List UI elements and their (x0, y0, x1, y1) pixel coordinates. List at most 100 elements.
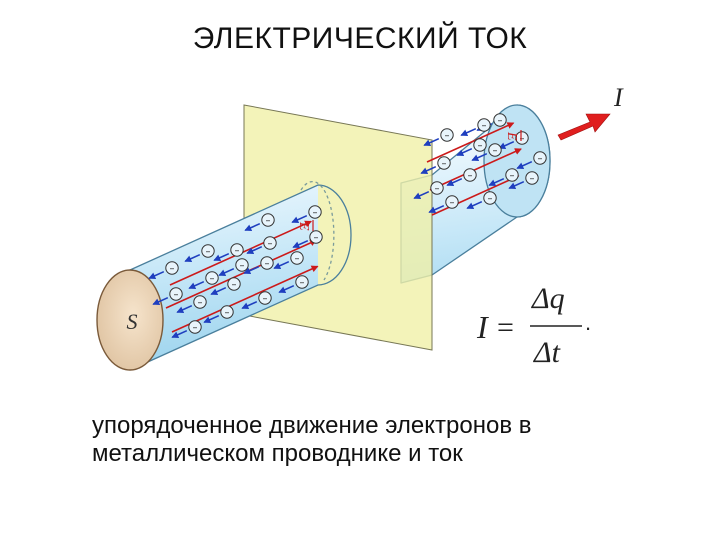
electron-sign-16: – (225, 308, 230, 319)
electron-24 (488, 143, 502, 157)
electron-drift-arrows (148, 122, 533, 338)
electron-sign-10: – (314, 233, 319, 244)
electron-sign-4: – (266, 216, 271, 227)
field-label-far: E (504, 130, 522, 141)
electron-drift-arrow-13 (243, 265, 260, 274)
electron-20 (477, 118, 491, 132)
electrons: –––––––––––––––––––––––––––––––– (165, 113, 547, 334)
field-label-near: E (296, 220, 314, 231)
electron-19 (440, 128, 454, 142)
electron-sign-26: – (435, 184, 440, 195)
current-arrow (557, 113, 611, 141)
electron-sign-14: – (295, 254, 300, 265)
electron-drift-arrow-7 (188, 280, 205, 289)
electron-29 (533, 151, 547, 165)
electron-drift-arrow-14 (273, 260, 290, 269)
electron-drift-arrow-3 (213, 252, 230, 261)
electron-sign-32: – (530, 174, 535, 185)
electron-drift-arrow-4 (244, 222, 261, 231)
electron-31 (483, 191, 497, 205)
electron-sign-17: – (263, 294, 268, 305)
cross-section-label: S (127, 309, 138, 334)
field-arrow-4 (426, 122, 515, 163)
electron-drift-arrow-15 (171, 329, 188, 338)
conductor-far-end (483, 104, 551, 218)
electron-drift-arrow-11 (176, 304, 193, 313)
formula-numerator: Δq (531, 282, 565, 315)
current-label: I (613, 83, 624, 112)
electron-drift-arrow-31 (466, 200, 483, 209)
field-arrow-5 (429, 148, 522, 191)
electron-17 (258, 291, 272, 305)
electron-sign-7: – (210, 274, 215, 285)
caption-line-1: упорядоченное движение электронов в (92, 412, 532, 439)
electron-drift-arrow-1 (148, 270, 165, 279)
electron-21 (493, 113, 507, 127)
electron-drift-arrow-19 (423, 137, 440, 146)
electron-drift-arrow-12 (210, 286, 227, 295)
electron-8 (235, 258, 249, 272)
electron-sign-12: – (232, 280, 237, 291)
electron-12 (227, 277, 241, 291)
electron-drift-arrow-8 (218, 267, 235, 276)
caption-line-2: металлическом проводнике и ток (92, 440, 463, 467)
electron-22 (437, 156, 451, 170)
electron-16 (220, 305, 234, 319)
electron-sign-6: – (174, 290, 179, 301)
electron-sign-11: – (198, 298, 203, 309)
electron-sign-9: – (268, 239, 273, 250)
field-arrow-6 (431, 175, 520, 216)
electron-drift-arrow-25 (498, 140, 515, 149)
electron-15 (188, 320, 202, 334)
electron-25 (515, 131, 529, 145)
current-formula: I = Δq Δt . (476, 282, 591, 369)
electron-30 (445, 195, 459, 209)
electron-sign-27: – (468, 171, 473, 182)
cross-section-ring (300, 180, 335, 281)
electron-27 (463, 168, 477, 182)
electron-sign-31: – (488, 194, 493, 205)
electron-13 (260, 256, 274, 270)
electron-4 (261, 213, 275, 227)
electron-sign-20: – (482, 121, 487, 132)
electron-drift-arrow-23 (456, 147, 473, 156)
electron-drift-arrow-2 (184, 253, 201, 262)
electron-1 (165, 261, 179, 275)
electron-sign-13: – (265, 259, 270, 270)
electron-drift-arrow-9 (246, 245, 263, 254)
electron-drift-arrow-32 (508, 180, 525, 189)
electron-drift-arrow-24 (471, 152, 488, 161)
electron-26 (430, 181, 444, 195)
electron-10 (309, 230, 323, 244)
conductor-near-half (130, 185, 318, 370)
electron-11 (193, 295, 207, 309)
electron-drift-arrow-5 (291, 214, 308, 223)
electron-sign-23: – (478, 141, 483, 152)
electron-sign-25: – (520, 134, 525, 145)
electron-sign-29: – (538, 154, 543, 165)
electron-drift-arrow-20 (460, 127, 477, 136)
electron-18 (295, 275, 309, 289)
conductor-near-body (129, 184, 352, 371)
end-cap-s (96, 269, 164, 371)
electron-drift-arrow-26 (413, 190, 430, 199)
field-label-far-text: E (504, 131, 519, 141)
electron-7 (205, 271, 219, 285)
electron-sign-22: – (442, 159, 447, 170)
electron-3 (230, 243, 244, 257)
caption: упорядоченное движение электронов в мета… (92, 412, 652, 468)
formula-equals: = (497, 311, 514, 344)
electron-drift-arrow-30 (428, 204, 445, 213)
formula-period: . (585, 310, 591, 335)
electron-drift-arrow-17 (241, 300, 258, 309)
electron-sign-28: – (510, 171, 515, 182)
electron-9 (263, 236, 277, 250)
electron-sign-19: – (445, 131, 450, 142)
field-arrow-2 (165, 239, 318, 309)
electron-drift-arrow-6 (152, 296, 169, 305)
electron-5 (308, 205, 322, 219)
electron-drift-arrow-29 (516, 160, 533, 169)
conductor-diagram: S –––––––––––––––––––––––––––––––– E E I… (92, 80, 637, 385)
formula-denominator: Δt (533, 336, 561, 369)
electron-drift-arrow-10 (292, 239, 309, 248)
